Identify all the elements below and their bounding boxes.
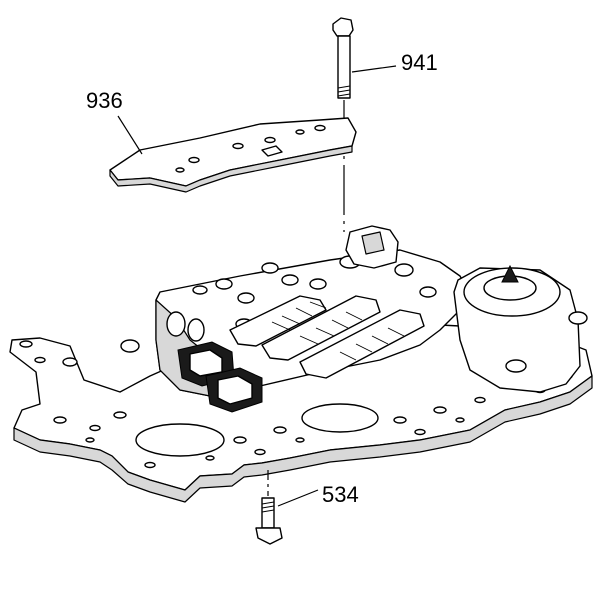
lower-bolt [255, 470, 319, 545]
accumulator-housing [453, 264, 588, 393]
callout-936: 936 [86, 88, 123, 113]
callout-534: 534 [322, 482, 359, 507]
callout-941: 941 [401, 50, 438, 75]
small-plate [109, 115, 357, 193]
valve-body [62, 225, 471, 397]
upper-bolt [332, 17, 397, 232]
solenoids [177, 341, 263, 413]
separator-plate [9, 319, 593, 503]
